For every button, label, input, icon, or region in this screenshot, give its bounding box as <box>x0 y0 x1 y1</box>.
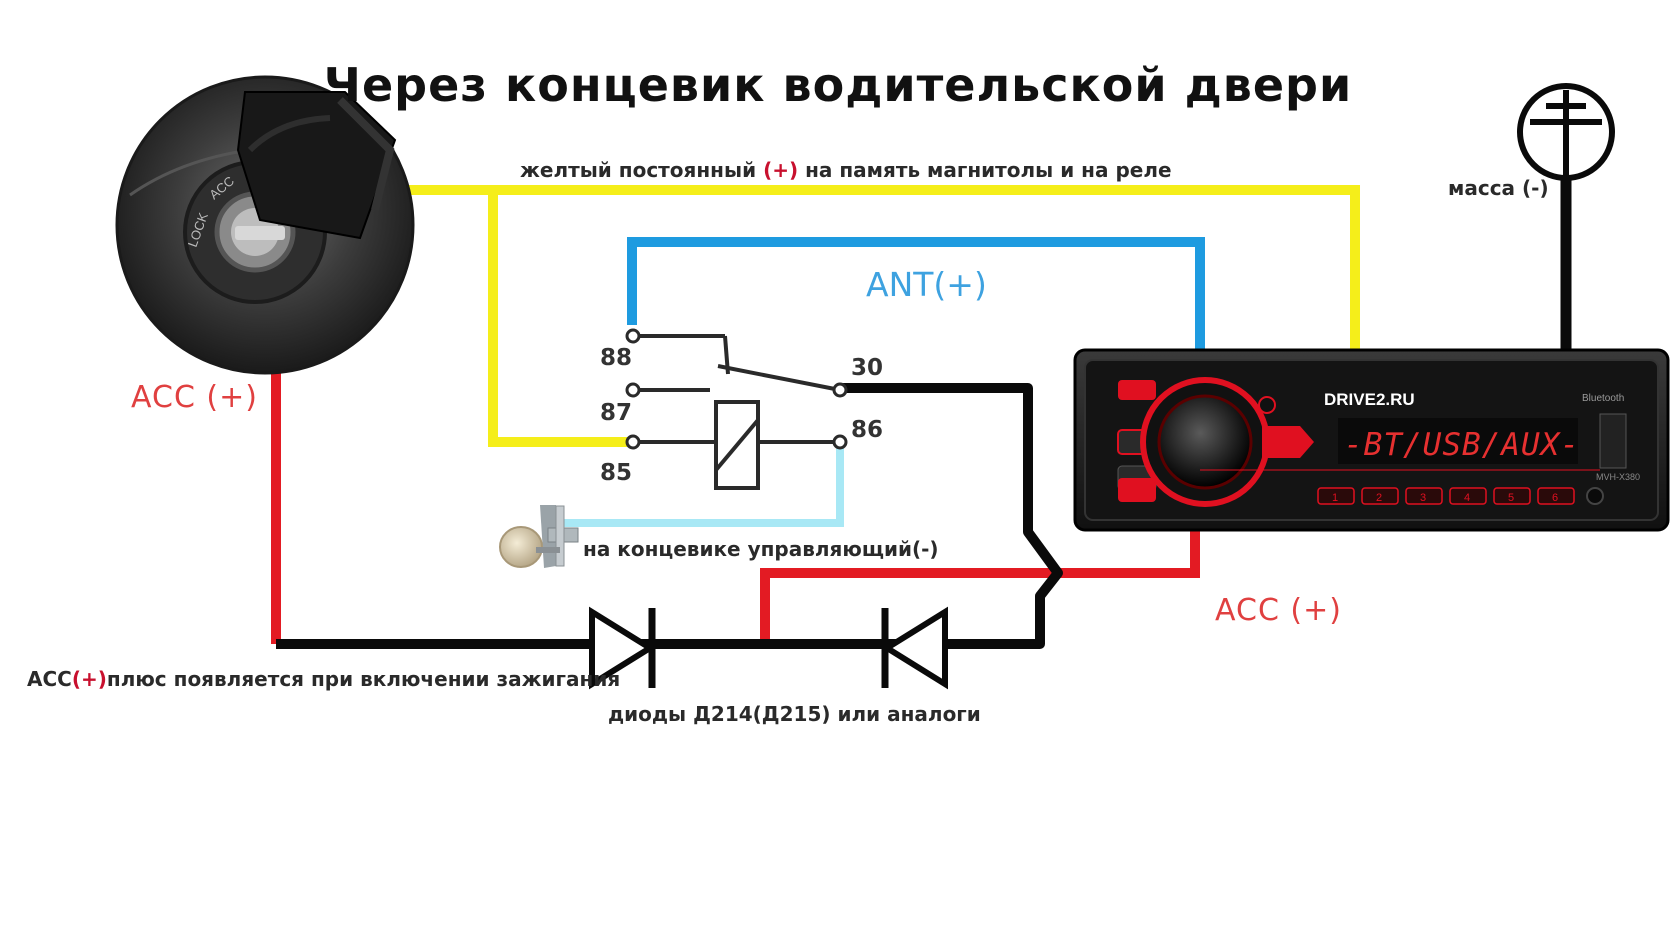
radio-display-text: -BT/USB/AUX- <box>1344 427 1580 463</box>
door-switch-icon <box>499 505 579 568</box>
ant-label: ANT(+) <box>866 265 987 304</box>
preset-label-3: 3 <box>1420 492 1426 504</box>
yellow-wire-label-plus: (+) <box>763 158 799 182</box>
pin-85-terminal <box>625 434 641 450</box>
ground-label: масса (-) <box>1448 176 1549 200</box>
red-acc-wire-right <box>760 528 1200 644</box>
preset-button-6[interactable] <box>1537 487 1575 505</box>
pin-85-label: 85 <box>600 460 633 486</box>
radio-aux-jack <box>1586 487 1604 505</box>
ignition-switch-icon: LOCK ACC <box>115 75 415 375</box>
pin-88-terminal <box>625 328 641 344</box>
diagram-title: Через концевик водительской двери <box>323 58 1353 112</box>
radio-model: MVH-X380 <box>1596 472 1640 482</box>
yellow-wire-label: желтый постоянный (+) на память магнитол… <box>520 158 1172 182</box>
pin-86-label: 86 <box>851 417 884 443</box>
preset-button-3[interactable] <box>1405 487 1443 505</box>
black-common-wire <box>276 383 1063 649</box>
pin-87-label: 87 <box>600 400 633 426</box>
yellow-wire <box>385 185 1360 447</box>
acc-note-pre: ACC <box>27 667 72 691</box>
preset-button-1[interactable] <box>1317 487 1355 505</box>
car-radio: DRIVE2.RU Bluetooth -BT/USB/AUX- MVH-X38… <box>1073 348 1670 532</box>
ground-icon <box>1517 83 1615 181</box>
yellow-wire-label-pre: желтый постоянный <box>520 158 764 182</box>
diode-1 <box>589 606 656 690</box>
radio-preset-buttons: 1 2 3 4 5 6 <box>1317 487 1575 505</box>
pin-88-label: 88 <box>600 345 633 371</box>
radio-brand: DRIVE2.RU <box>1324 390 1415 409</box>
blue-ant-wire <box>627 237 1205 350</box>
relay <box>625 328 848 490</box>
yellow-wire-label-post: на память магнитолы и на реле <box>798 158 1172 182</box>
pin-30-terminal <box>832 382 848 398</box>
lightblue-door-wire <box>560 442 844 527</box>
diodes-label: диоды Д214(Д215) или аналоги <box>608 702 981 726</box>
radio-display <box>1338 418 1578 464</box>
preset-label-1: 1 <box>1332 492 1338 504</box>
pin-30-label: 30 <box>851 355 884 381</box>
preset-label-2: 2 <box>1376 492 1382 504</box>
pin-87-terminal <box>625 382 641 398</box>
preset-label-5: 5 <box>1508 492 1514 504</box>
acc-right-label: ACC (+) <box>1215 593 1342 628</box>
preset-button-4[interactable] <box>1449 487 1487 505</box>
radio-phone-button[interactable] <box>1262 426 1314 458</box>
preset-label-6: 6 <box>1552 492 1558 504</box>
preset-button-2[interactable] <box>1361 487 1399 505</box>
acc-note-plus: (+) <box>71 667 107 691</box>
pin-86-terminal <box>832 434 848 450</box>
radio-bluetooth-label: Bluetooth <box>1582 393 1624 404</box>
door-switch-label: на концевике управляющий(-) <box>583 537 939 561</box>
preset-label-4: 4 <box>1464 492 1470 504</box>
acc-note-label: ACC(+)плюс появляется при включении зажи… <box>27 667 620 691</box>
acc-note-post: плюс появляется при включении зажигания <box>106 667 621 691</box>
acc-left-label: ACC (+) <box>131 380 258 415</box>
diode-2 <box>881 606 948 690</box>
preset-button-5[interactable] <box>1493 487 1531 505</box>
